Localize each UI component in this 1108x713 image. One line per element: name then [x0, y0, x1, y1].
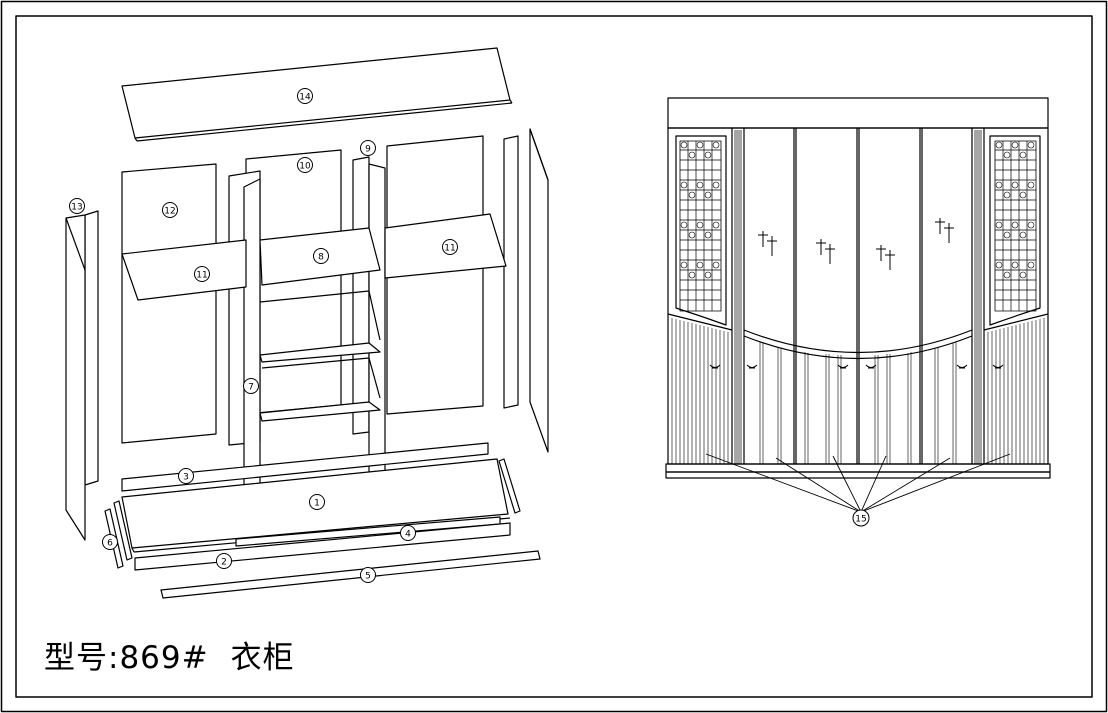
part-number-labels: 14 10 9 13 12 11 8 11 7 3 1 4 6 2 5 — [71, 93, 455, 582]
part-partition-9 — [352, 156, 370, 435]
part-label-1: 1 — [314, 499, 320, 509]
wardrobe-plinth — [665, 463, 1051, 473]
part-right-side-panel-b — [529, 128, 549, 453]
part-label-13: 13 — [71, 203, 82, 213]
part-right-side-panel-a — [503, 135, 519, 409]
part-callouts — [69, 88, 458, 583]
title-block: 型号:869# 衣柜 — [44, 632, 295, 677]
part-label-4: 4 — [405, 530, 411, 540]
inner-border — [15, 15, 1093, 698]
front-view: 15 — [665, 97, 1051, 527]
model-number: 869# — [119, 640, 209, 676]
exploded-view — [65, 47, 549, 599]
part-back-panel-12 — [121, 163, 217, 444]
part-label-9: 9 — [365, 145, 371, 155]
door-arch — [743, 329, 973, 354]
part-shelf-mid-1 — [259, 342, 381, 363]
part-shelf-mid-2 — [259, 401, 381, 422]
product-name: 衣柜 — [230, 640, 295, 676]
wardrobe-body — [667, 127, 1049, 465]
door-ornaments — [758, 218, 954, 270]
part-label-5: 5 — [365, 572, 371, 582]
part-label-12: 12 — [164, 207, 175, 217]
part-label-6: 6 — [107, 539, 113, 549]
callout-leaders — [705, 453, 1011, 513]
part-small-rail-right — [498, 458, 521, 514]
part-label-10: 10 — [299, 162, 311, 172]
part-label-11b: 11 — [444, 244, 455, 254]
crown-molding — [667, 97, 1049, 129]
part-label-14: 14 — [299, 93, 311, 103]
lower-fluting — [671, 318, 1045, 464]
part-label-11a: 11 — [196, 271, 207, 281]
part-label-7: 7 — [248, 383, 254, 393]
part-left-side-panel — [84, 210, 99, 486]
part-back-panel-right — [386, 135, 484, 415]
door-handles — [709, 364, 1004, 369]
callout-15-circle — [852, 509, 870, 527]
part-label-8: 8 — [318, 253, 324, 263]
callout-15-label: 15 — [855, 515, 866, 525]
lattice-panel-left — [675, 135, 727, 326]
part-label-2: 2 — [221, 558, 227, 568]
part-top-panel — [121, 47, 511, 139]
part-label-3: 3 — [183, 473, 189, 483]
part-shelf-11-left — [121, 239, 247, 301]
fluting-strips — [734, 130, 982, 464]
part-base-rail-5 — [160, 550, 541, 599]
lattice-panel-right — [989, 135, 1041, 326]
part-back-rail-3 — [121, 442, 489, 492]
model-prefix: 型号: — [44, 640, 120, 676]
